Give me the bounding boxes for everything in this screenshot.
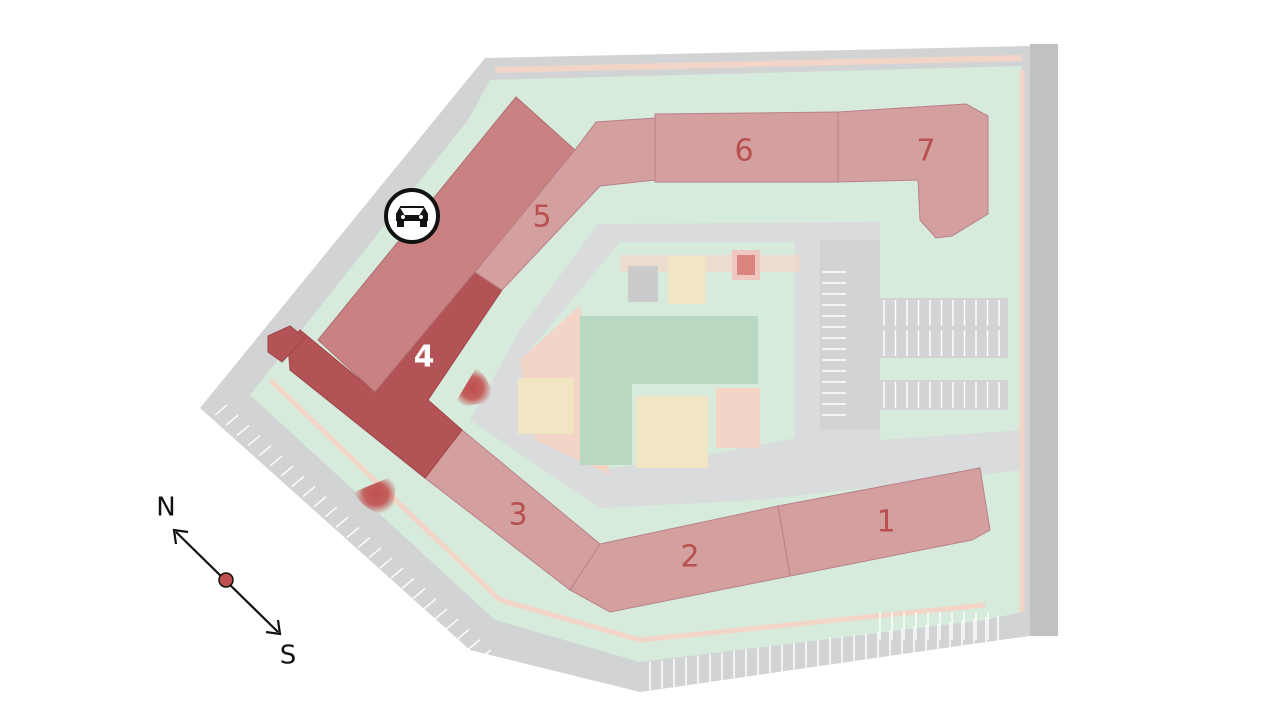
building-5-label: 5 [532, 200, 551, 235]
east-parking-lot-south [880, 380, 1008, 410]
parking-stall-line [236, 424, 250, 436]
parking-stall-line [302, 486, 316, 498]
parking-stalls [214, 271, 1000, 690]
parking-stall-line [357, 537, 371, 549]
building-4-west-wing[interactable] [317, 96, 576, 393]
parking-stall-line [247, 435, 261, 447]
building-4-label: 4 [414, 340, 435, 375]
building-5-shape [474, 117, 656, 291]
east-parking-strip [820, 240, 880, 430]
building-5[interactable]: 5 [474, 117, 656, 291]
buildings: 1 2 3 4 5 6 7 [267, 96, 991, 613]
compass-center-dot [218, 572, 234, 588]
compass-north-label: N [156, 493, 175, 523]
building-6[interactable]: 6 [654, 111, 839, 183]
parking-stall-line [456, 628, 470, 640]
parking-stall-line [412, 588, 426, 600]
parking-stall-line [467, 639, 481, 651]
parking-stall-line [390, 567, 404, 579]
parking-stall-line [214, 404, 228, 416]
parking-stall-line [478, 649, 492, 661]
play-area-east [716, 388, 760, 448]
building-4-west-wing-shape [317, 96, 576, 393]
view-cone-icon [354, 474, 398, 515]
parking-stall-line [269, 455, 283, 467]
parking-stall-line [379, 557, 393, 569]
compass-arrow-south-icon [265, 619, 282, 636]
building-7[interactable]: 7 [837, 103, 989, 239]
sand-playground-north [668, 256, 706, 304]
compass-arrow-north-icon [172, 528, 189, 545]
sand-playground-west [518, 378, 574, 434]
parking-stall-line [313, 496, 327, 508]
parking-stall-line [291, 475, 305, 487]
compass-south-label: S [280, 641, 297, 671]
building-4[interactable]: 4 [267, 271, 503, 479]
parking-stall-line [434, 608, 448, 620]
entrance-marker-west[interactable] [354, 474, 398, 515]
parking-marker[interactable] [384, 188, 440, 244]
utility-box [628, 266, 658, 302]
building-6-label: 6 [734, 134, 753, 169]
building-4-shape [287, 271, 503, 479]
parking-stall-line [346, 526, 360, 538]
sand-playground-south [636, 396, 708, 468]
parking-stall-line [401, 577, 415, 589]
car-icon [396, 206, 428, 227]
building-1-label: 1 [876, 505, 895, 540]
east-parking-lot-north [880, 298, 1008, 358]
building-2-label: 2 [680, 540, 699, 575]
parking-stall-line [280, 465, 294, 477]
building-3[interactable]: 3 [424, 429, 601, 591]
sidewalk-north [494, 55, 1023, 73]
small-pavilion-roof [737, 255, 755, 275]
highway [1030, 44, 1058, 636]
parking-stall-line [335, 516, 349, 528]
parking-stall-line [258, 445, 272, 457]
sports-field [580, 316, 758, 465]
building-4-annex [267, 325, 306, 363]
building-3-label: 3 [508, 498, 527, 533]
parking-stall-line [225, 414, 239, 426]
building-7-shape [837, 103, 989, 239]
parking-stall-line [423, 598, 437, 610]
entrance-marker-east[interactable] [452, 368, 493, 408]
view-cone-icon [452, 368, 493, 408]
compass: N S [156, 493, 296, 671]
parking-stall-line [324, 506, 338, 518]
parking-stall-line [368, 547, 382, 559]
building-7-label: 7 [916, 134, 935, 169]
parking-stall-line [445, 618, 459, 630]
parking-stall-line [489, 659, 503, 671]
